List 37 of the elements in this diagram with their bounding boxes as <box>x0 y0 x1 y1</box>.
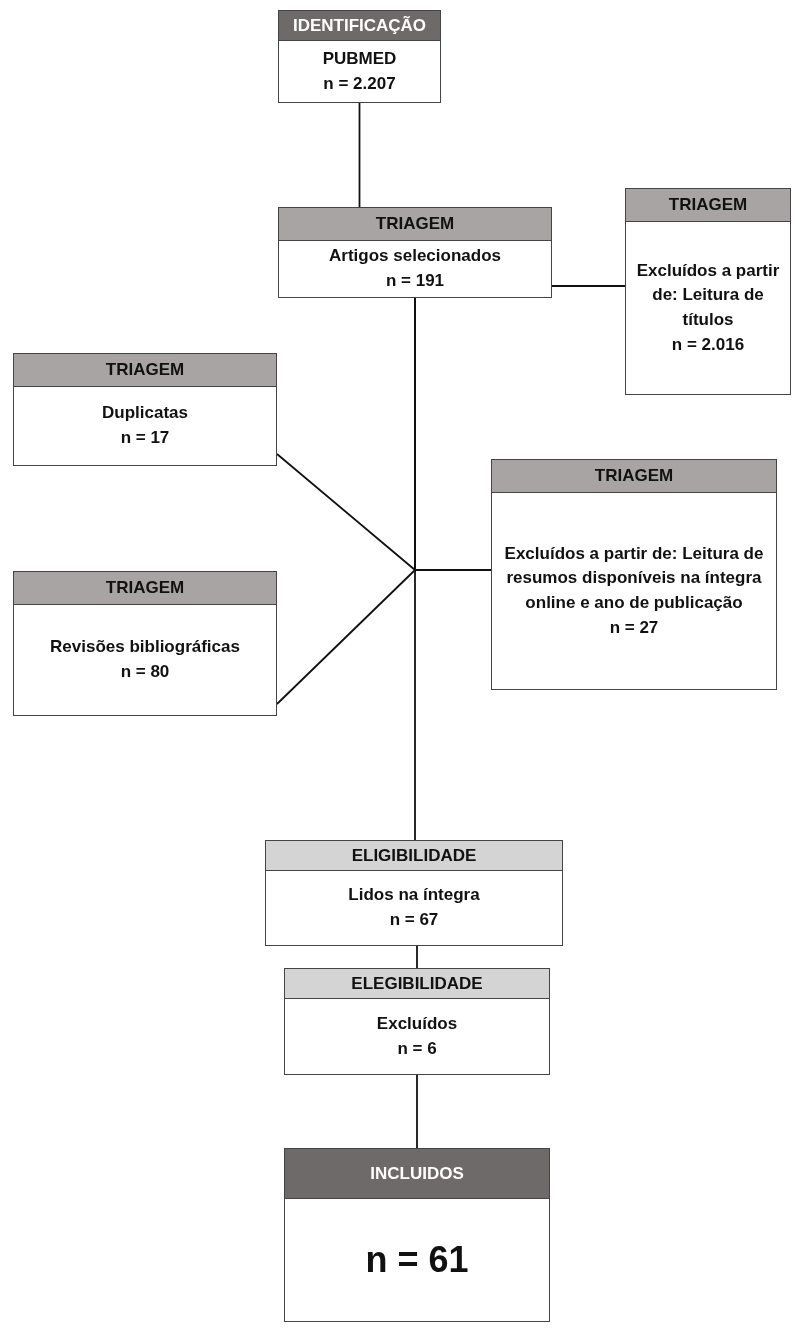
flow-box <box>625 188 791 395</box>
count-text: n = 2.016 <box>671 333 745 356</box>
connector-line <box>416 1074 418 1149</box>
stage-header: ELEGIBILIDADE <box>285 969 549 999</box>
stage-header: INCLUIDOS <box>285 1149 549 1199</box>
description-text: Lidos na íntegra <box>348 884 480 907</box>
flow-box <box>278 207 552 298</box>
count-text: n = 80 <box>120 661 170 683</box>
stage-header: ELIGIBILIDADE <box>266 841 562 871</box>
count-text: n = 191 <box>385 270 445 292</box>
connector-line <box>551 285 626 287</box>
stage-header: TRIAGEM <box>492 460 776 493</box>
stage-header: TRIAGEM <box>14 354 276 387</box>
count-text: n = 2.207 <box>323 72 396 95</box>
flow-box <box>284 968 550 1075</box>
description-text: PUBMED <box>322 47 397 70</box>
description-text: Excluídos <box>376 1012 458 1035</box>
connector-line <box>358 102 361 208</box>
count-text: n = 27 <box>609 616 659 639</box>
stage-header: TRIAGEM <box>14 572 276 605</box>
stage-header: TRIAGEM <box>626 189 790 222</box>
count-text: n = 17 <box>120 427 170 449</box>
stage-header: IDENTIFICAÇÃO <box>279 11 440 41</box>
count-text: n = 67 <box>389 909 439 931</box>
connector-line <box>416 945 418 969</box>
flow-box <box>13 353 277 466</box>
description-text: Artigos selecionados <box>329 245 501 268</box>
description-text: Revisões bibliográficas <box>50 636 240 659</box>
flow-box <box>278 10 441 103</box>
flow-box <box>284 1148 550 1322</box>
count-text: n = 61 <box>365 1237 469 1282</box>
flow-box <box>13 571 277 716</box>
count-text: n = 6 <box>397 1037 437 1060</box>
stage-header: TRIAGEM <box>279 208 551 241</box>
description-text: Duplicatas <box>102 402 188 425</box>
flow-box <box>491 459 777 690</box>
flow-box <box>265 840 563 946</box>
